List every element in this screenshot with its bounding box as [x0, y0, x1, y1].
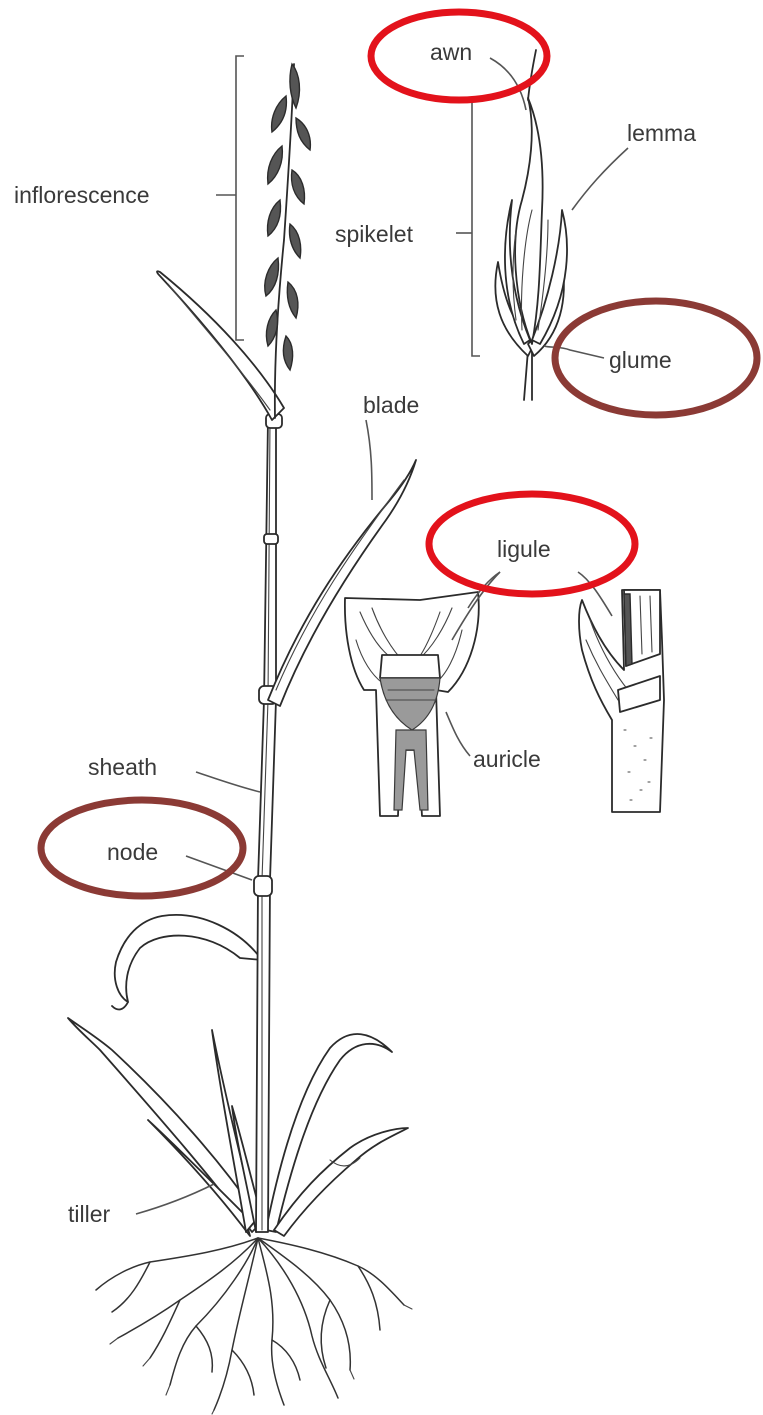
label-tiller: tiller	[68, 1201, 111, 1227]
label-lemma: lemma	[627, 120, 696, 146]
spikelet-bracket	[472, 100, 480, 356]
roots	[96, 1238, 412, 1414]
grass-plant-illustration	[68, 56, 416, 1414]
label-glume: glume	[609, 347, 672, 373]
label-blade: blade	[363, 392, 419, 418]
label-inflorescence: inflorescence	[14, 182, 150, 208]
label-spikelet: spikelet	[335, 221, 414, 247]
label-sheath: sheath	[88, 754, 157, 780]
lower-node-shape	[254, 876, 272, 896]
label-node: node	[107, 839, 158, 865]
inflorescence-bracket	[236, 56, 244, 340]
ligule-detail-front	[345, 592, 479, 816]
ligule-detail-side	[579, 590, 664, 812]
panicle	[265, 64, 311, 418]
label-auricle: auricle	[473, 746, 541, 772]
culm	[254, 414, 282, 1232]
upper-node-shape	[264, 534, 278, 544]
lower-leaves	[68, 915, 408, 1236]
label-awn: awn	[430, 39, 472, 65]
label-ligule: ligule	[497, 536, 551, 562]
